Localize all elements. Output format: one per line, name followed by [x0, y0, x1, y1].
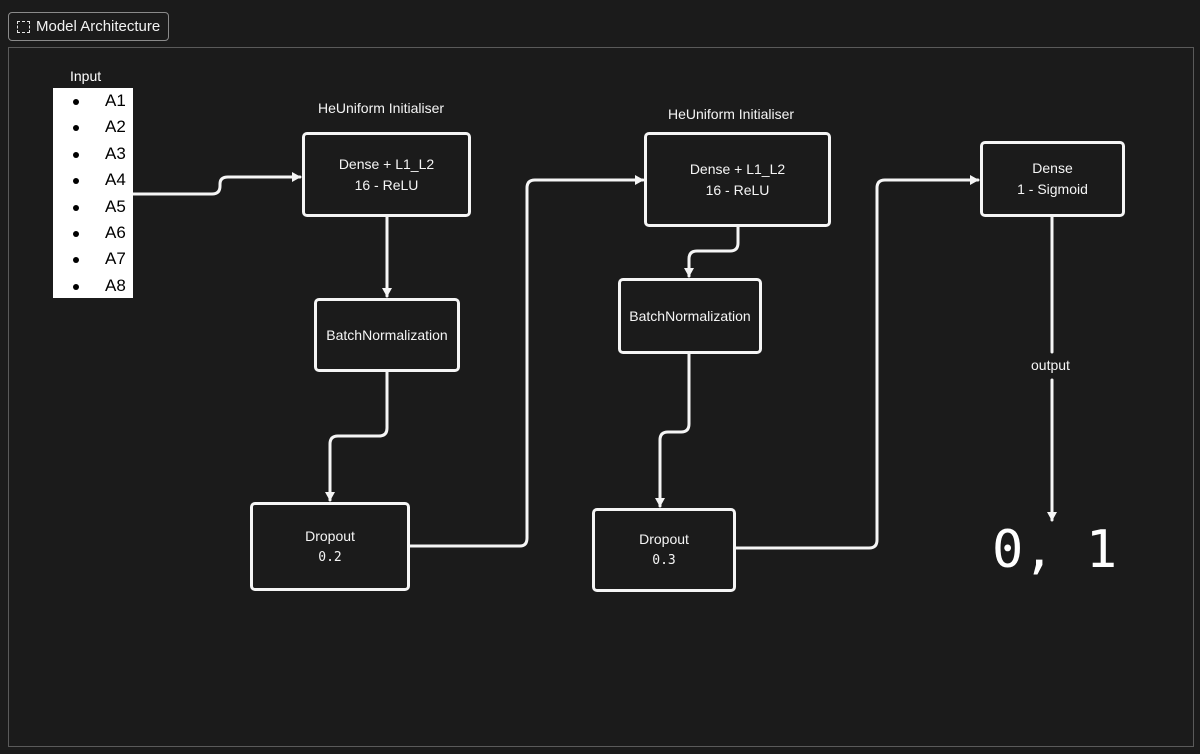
dense-layer-1[interactable]: Dense + L1_L2 16 - ReLU [302, 132, 471, 217]
input-item: A6 [53, 220, 133, 246]
arrow-bn2-to-dropout2 [655, 351, 691, 508]
dense-output-layer[interactable]: Dense 1 - Sigmoid [980, 141, 1125, 217]
dropout-layer-1[interactable]: Dropout 0.2 [250, 502, 410, 591]
dense-output-layer-title: Dense [1032, 160, 1073, 176]
output-label: output [1031, 357, 1070, 373]
batchnorm-layer-1[interactable]: BatchNormalization [314, 298, 460, 372]
initialiser-label-1: HeUniform Initialiser [318, 100, 445, 116]
frame-icon [17, 20, 30, 33]
input-item: A4 [53, 167, 133, 193]
dense-layer-1-title: Dense + L1_L2 [338, 155, 435, 172]
diagram-panel [8, 47, 1194, 747]
dropout-layer-2-rate: 0.3 [652, 553, 676, 568]
dropout-layer-1-title: Dropout [305, 527, 355, 544]
arrow-dropout2-to-dense3 [733, 175, 980, 550]
input-item: A7 [53, 246, 133, 272]
arrow-dense2-to-bn2 [684, 225, 740, 278]
input-item: A1 [53, 88, 133, 114]
batchnorm-layer-1-title: BatchNormalization [326, 326, 448, 343]
input-item: A3 [53, 141, 133, 167]
input-title: Input [70, 68, 102, 84]
arrow-input-to-dense1 [131, 172, 302, 196]
input-item: A2 [53, 114, 133, 140]
batchnorm-layer-2[interactable]: BatchNormalization [618, 278, 762, 354]
initialiser-label-2: HeUniform Initialiser [668, 106, 795, 122]
dense-layer-1-units: 16 - ReLU [354, 176, 419, 193]
dropout-layer-2[interactable]: Dropout 0.3 [592, 508, 736, 592]
input-item: A5 [53, 194, 133, 220]
batchnorm-layer-2-title: BatchNormalization [629, 307, 751, 324]
arrow-bn1-to-dropout1 [325, 370, 389, 502]
dense-output-layer-units: 1 - Sigmoid [1017, 181, 1088, 197]
dense-layer-2[interactable]: Dense + L1_L2 16 - ReLU [644, 132, 831, 227]
dropout-layer-1-rate: 0.2 [318, 549, 342, 565]
input-feature-list: A1 A2 A3 A4 A5 A6 A7 A8 [53, 88, 133, 298]
dense-layer-2-title: Dense + L1_L2 [689, 160, 786, 177]
frame-title-label: Model Architecture [36, 18, 161, 35]
dropout-layer-2-title: Dropout [639, 531, 689, 547]
dense-layer-2-units: 16 - ReLU [705, 181, 770, 198]
output-values: 0, 1 [992, 520, 1118, 580]
arrow-dropout1-to-dense2 [407, 175, 645, 548]
frame-title[interactable]: Model Architecture [8, 12, 170, 41]
input-item: A8 [53, 273, 133, 299]
